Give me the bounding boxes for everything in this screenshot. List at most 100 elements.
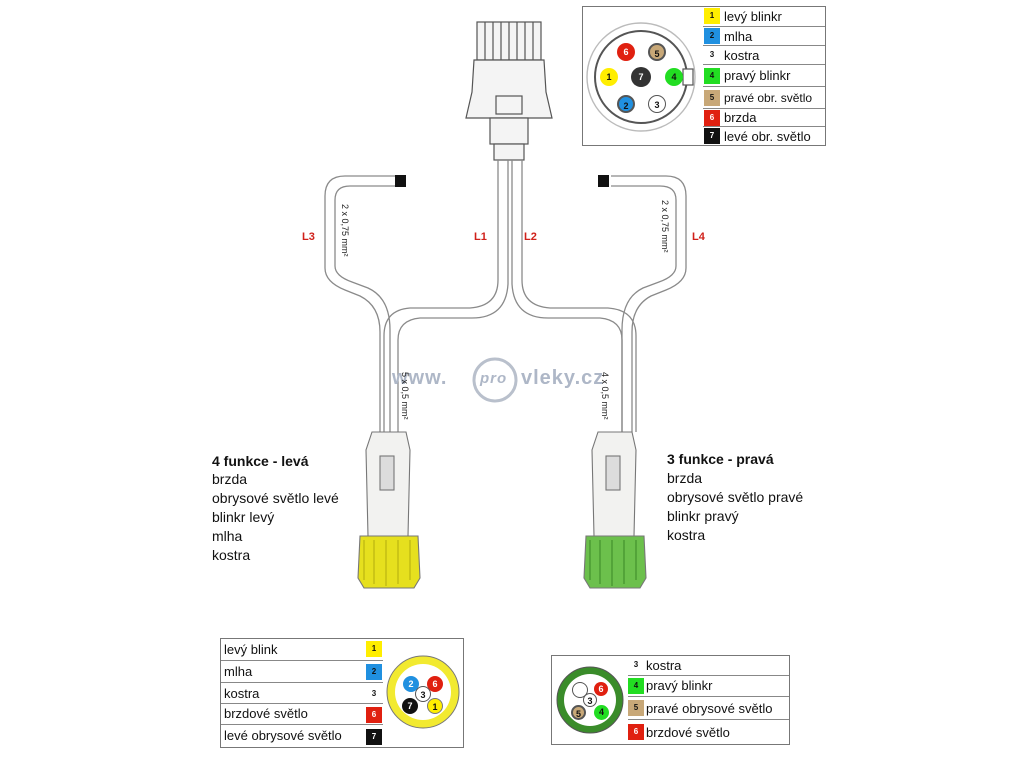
legend-row: 7 levé obr. světlo xyxy=(703,126,825,146)
right-block-line: brzda xyxy=(667,470,703,486)
pin-4-green: 4 xyxy=(665,68,683,86)
right-block-line: obrysové světlo pravé xyxy=(667,489,804,505)
left-block-line: mlha xyxy=(212,528,243,544)
color-swatch: 5 xyxy=(704,90,720,106)
legend-row: levé obrysové světlo 7 xyxy=(221,724,383,748)
right-block-title: 3 funkce - pravá xyxy=(667,451,774,467)
legend-label: mlha xyxy=(724,29,753,44)
right-block-line: kostra xyxy=(667,527,706,543)
l4-end-cap xyxy=(598,175,609,187)
wire-label-l2: L2 xyxy=(524,231,537,243)
left-connector xyxy=(357,431,421,589)
legend-label: levé obr. světlo xyxy=(724,129,811,144)
wire-label-l3: L3 xyxy=(302,231,315,243)
pin-3-white: 3 xyxy=(415,686,431,702)
cable-spec-right-main: 4 x 0,5 mm² xyxy=(600,372,610,420)
watermark-circle xyxy=(472,357,518,403)
legend-label: pravý blinkr xyxy=(646,678,713,693)
legend-label: brzda xyxy=(724,110,757,125)
pin-1-yellow: 1 xyxy=(600,68,618,86)
legend-row: kostra 3 xyxy=(221,682,383,704)
pin-3-white: 3 xyxy=(648,95,666,113)
pin-7-black: 7 xyxy=(402,698,418,714)
right-block-line: blinkr pravý xyxy=(667,508,739,524)
pin-5-tan: 5 xyxy=(648,43,666,61)
watermark-left: www. xyxy=(392,367,448,389)
legend-label: levé obrysové světlo xyxy=(224,728,342,743)
right-legend-rows: 3 kostra 4 pravý blinkr 5 pravé obrysové… xyxy=(628,656,789,744)
right-connector xyxy=(583,431,647,589)
legend-row: brzdové světlo 6 xyxy=(221,703,383,725)
pin-3-white: 3 xyxy=(583,693,597,707)
legend-label: kostra xyxy=(646,658,682,673)
legend-label: pravé obr. světlo xyxy=(724,91,813,105)
main-pin-legend: 6 5 1 7 4 2 3 1 levý blinkr 2 mlha 3 kos… xyxy=(582,6,826,146)
cable-spec-l3: 2 x 0,75 mm² xyxy=(340,204,350,257)
color-swatch: 6 xyxy=(704,110,720,126)
color-swatch: 3 xyxy=(704,47,720,63)
left-block-title: 4 funkce - levá xyxy=(212,453,309,469)
legend-label: brzdové světlo xyxy=(646,725,730,740)
main-plug xyxy=(465,21,553,161)
legend-label: levý blinkr xyxy=(724,9,782,24)
legend-row: levý blink 1 xyxy=(221,639,383,660)
pin-7-black: 7 xyxy=(631,67,651,87)
wire-label-l4: L4 xyxy=(692,231,705,243)
legend-row: 4 pravý blinkr xyxy=(628,675,789,697)
legend-label: pravé obrysové světlo xyxy=(646,701,773,716)
left-block-line: obrysové světlo levé xyxy=(212,490,339,506)
color-swatch: 3 xyxy=(628,657,644,673)
watermark-pro: pro xyxy=(480,370,508,387)
main-legend-rows: 1 levý blinkr 2 mlha 3 kostra 4 pravý bl… xyxy=(703,7,825,145)
pin-6-red: 6 xyxy=(427,676,443,692)
pin-empty xyxy=(572,682,588,698)
legend-label: mlha xyxy=(224,664,253,679)
legend-label: kostra xyxy=(224,686,260,701)
legend-row: 6 brzda xyxy=(703,108,825,127)
l3-end-cap xyxy=(395,175,406,187)
pin-2-blue: 2 xyxy=(403,676,419,692)
color-swatch: 2 xyxy=(366,664,382,680)
color-swatch: 6 xyxy=(628,724,644,740)
legend-label: levý blink xyxy=(224,642,278,657)
color-swatch: 7 xyxy=(704,128,720,144)
legend-row: 5 pravé obrysové světlo xyxy=(628,696,789,720)
pin-6-red: 6 xyxy=(594,682,608,696)
legend-row: 6 brzdové světlo xyxy=(628,719,789,745)
color-swatch: 5 xyxy=(628,700,644,716)
color-swatch: 7 xyxy=(366,729,382,745)
main-socket-diagram xyxy=(586,22,696,132)
left-legend-rows: levý blink 1 mlha 2 kostra 3 brzdové svě… xyxy=(221,639,383,747)
cable-spec-left-main: 5 x 0,5 mm² xyxy=(400,372,410,420)
legend-row: 1 levý blinkr xyxy=(703,7,825,26)
color-swatch: 4 xyxy=(704,68,720,84)
left-block-line: brzda xyxy=(212,471,248,487)
legend-label: kostra xyxy=(724,48,760,63)
left-pin-legend: levý blink 1 mlha 2 kostra 3 brzdové svě… xyxy=(220,638,464,748)
color-swatch: 4 xyxy=(628,678,644,694)
legend-row: 3 kostra xyxy=(703,45,825,65)
color-swatch: 6 xyxy=(366,707,382,723)
color-swatch: 1 xyxy=(704,8,720,24)
legend-row: mlha 2 xyxy=(221,660,383,683)
left-block-line: kostra xyxy=(212,547,251,563)
legend-label: pravý blinkr xyxy=(724,68,791,83)
wire-label-l1: L1 xyxy=(474,231,487,243)
pin-6-red: 6 xyxy=(617,43,635,61)
watermark-right: vleky.cz xyxy=(521,367,605,389)
legend-row: 5 pravé obr. světlo xyxy=(703,86,825,109)
legend-row: 2 mlha xyxy=(703,26,825,46)
color-swatch: 2 xyxy=(704,28,720,44)
pin-4-green: 4 xyxy=(594,705,609,720)
cables xyxy=(324,160,687,432)
legend-label: brzdové světlo xyxy=(224,706,308,721)
cable-spec-l4: 2 x 0,75 mm² xyxy=(660,200,670,253)
legend-row: 3 kostra xyxy=(628,656,789,675)
legend-row: 4 pravý blinkr xyxy=(703,64,825,87)
pin-1-yellow: 1 xyxy=(427,698,443,714)
color-swatch: 3 xyxy=(366,686,382,702)
right-pin-legend: 6 3 5 4 3 kostra 4 pravý blinkr 5 pravé … xyxy=(551,655,790,745)
pin-2-blue: 2 xyxy=(617,95,635,113)
pin-5-tan: 5 xyxy=(571,705,586,720)
